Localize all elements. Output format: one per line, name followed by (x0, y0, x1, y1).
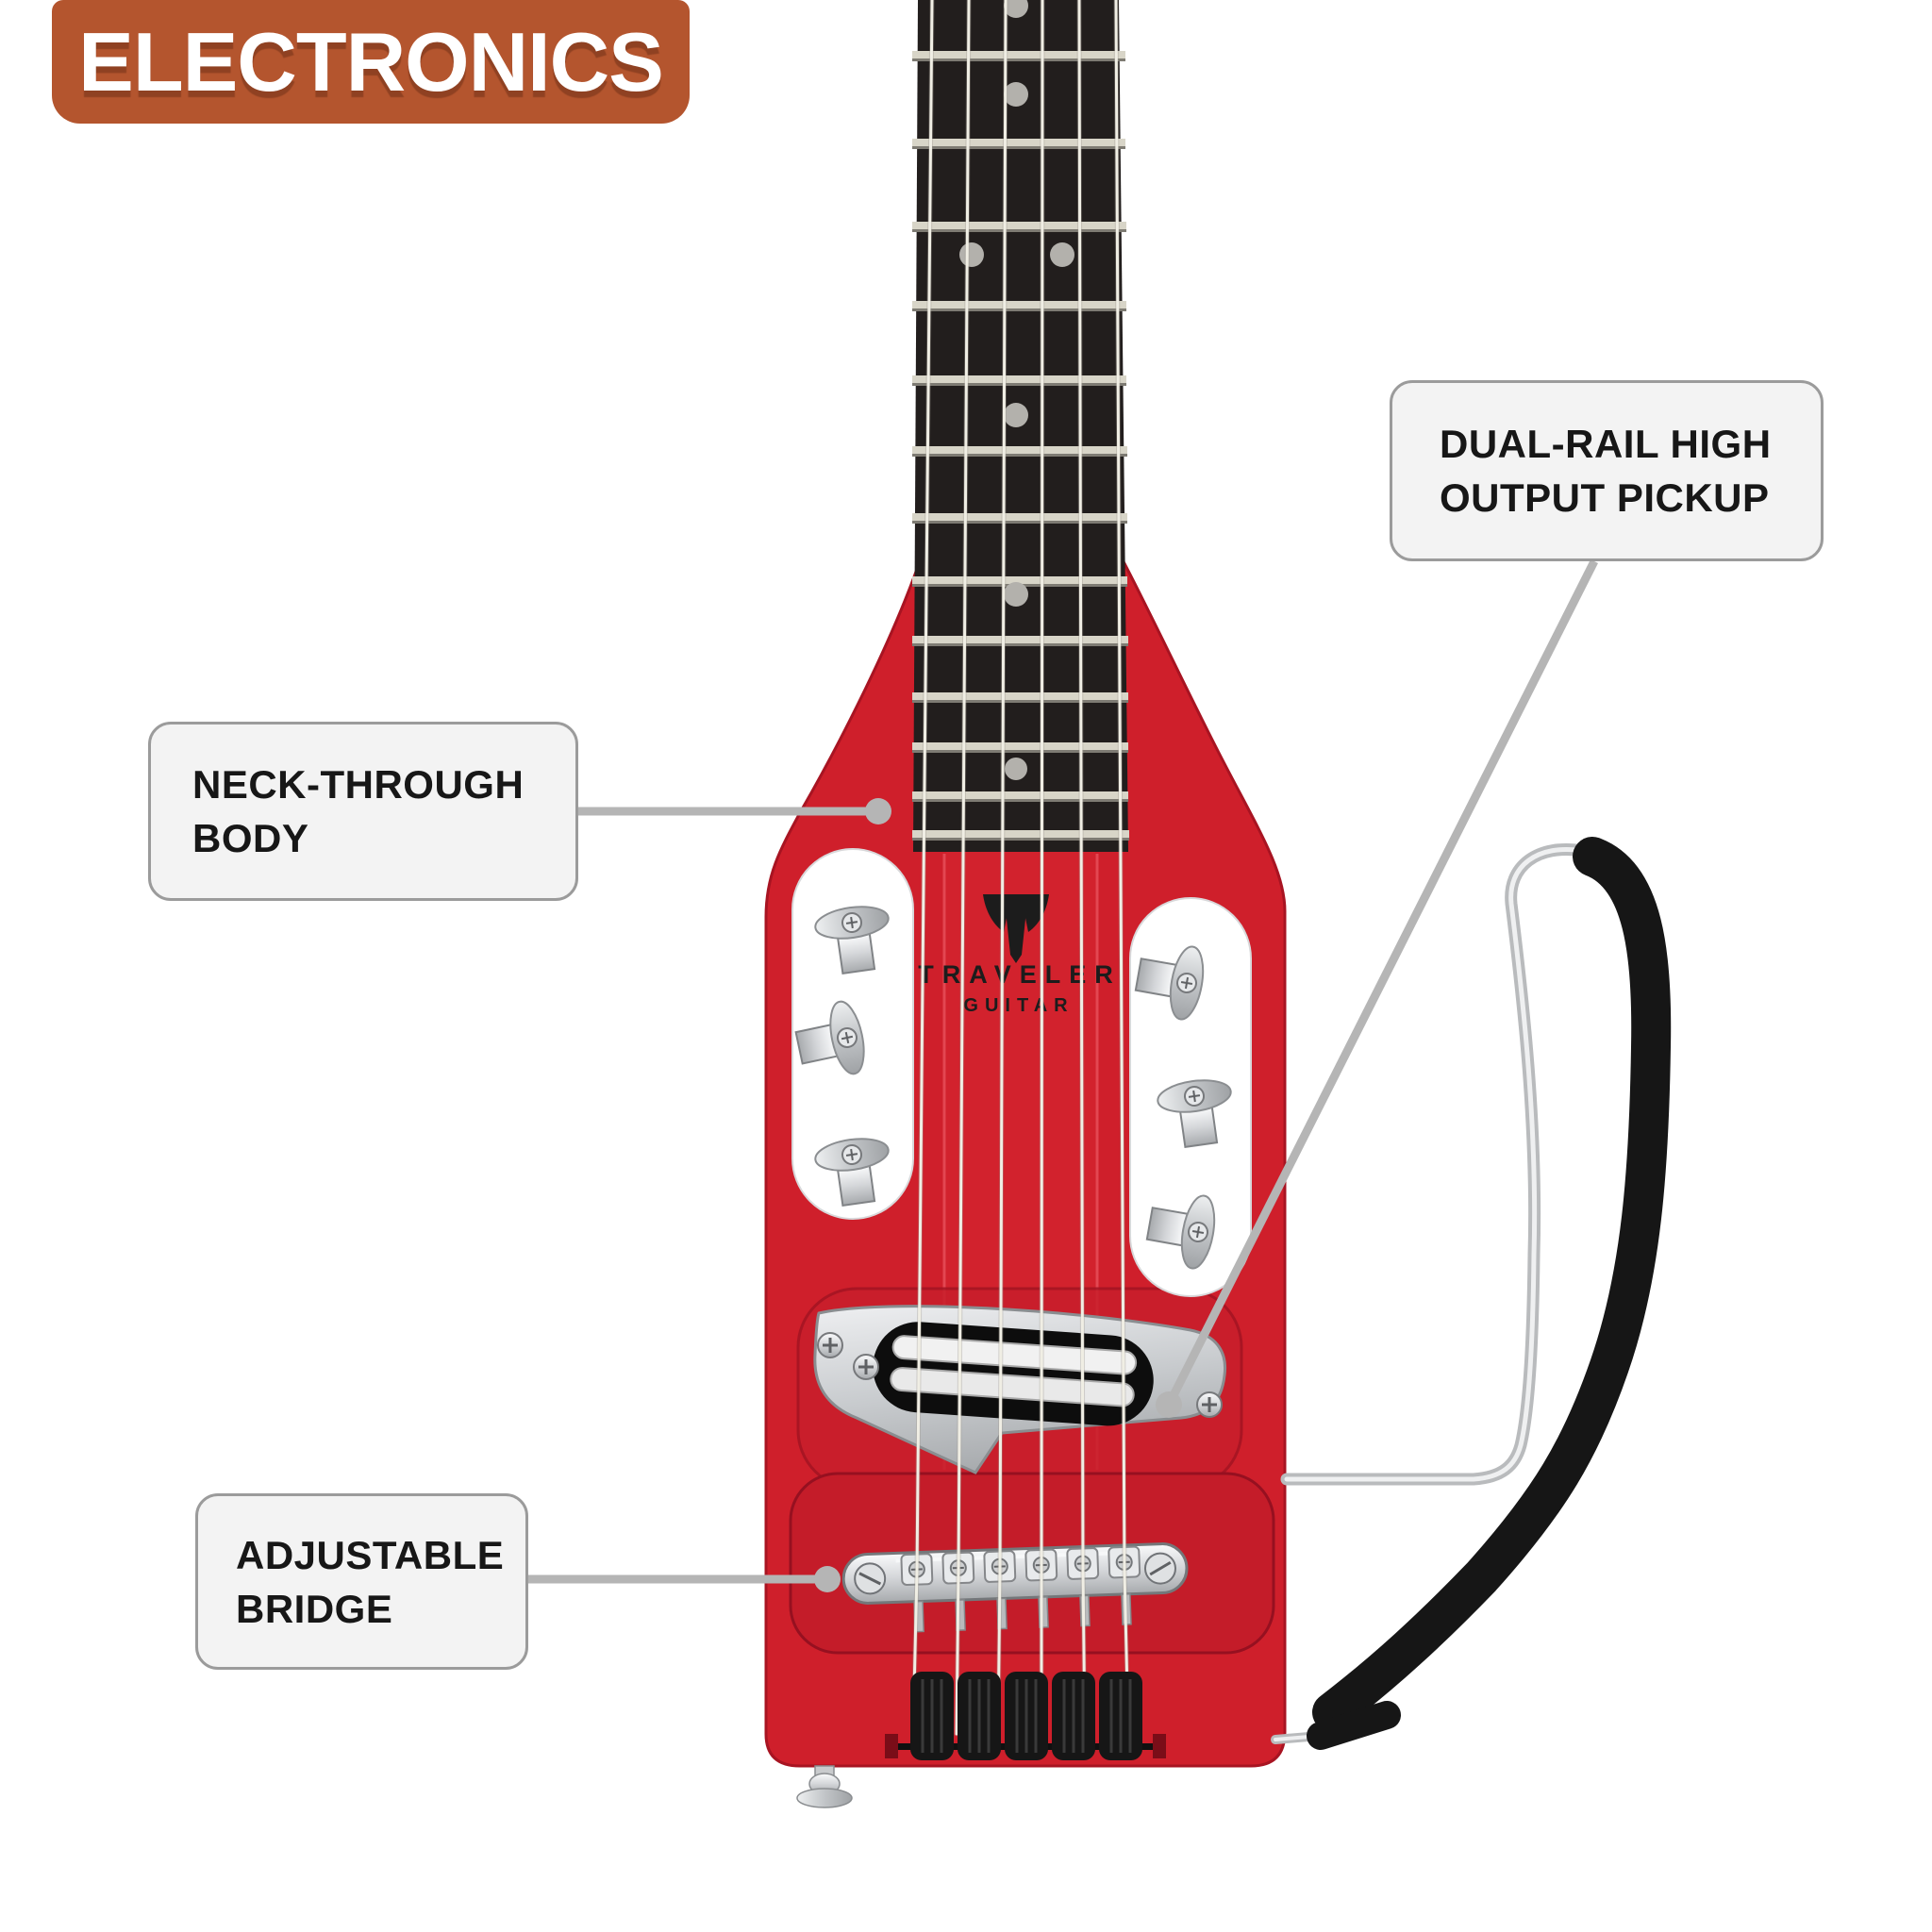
callout-pickup: DUAL-RAIL HIGH OUTPUT PICKUP (1390, 380, 1824, 561)
pickup-callout-line (1164, 558, 1599, 1407)
callout-neck-line2: BODY (192, 816, 309, 860)
callout-neck-through-body: NECK-THROUGH BODY (148, 722, 578, 901)
pickup-screws (817, 1332, 1223, 1418)
tuner-wing-knob (1134, 945, 1205, 1021)
callout-adjustable-bridge: ADJUSTABLE BRIDGE (195, 1493, 528, 1670)
tuner-knob (910, 1672, 1142, 1760)
header-badge: ELECTRONICS (52, 0, 690, 124)
neck-callout-dot (865, 798, 891, 824)
lap-rest-frame (1271, 837, 1672, 1750)
tuner-wing-knob (814, 906, 890, 974)
callout-bridge-line1: ADJUSTABLE (236, 1532, 505, 1577)
pickup-callout-dot (1156, 1391, 1182, 1418)
bottom-tuner-knobs (885, 1672, 1166, 1760)
tuner-wing-knob (1157, 1079, 1232, 1148)
tuner-wing-knobs (794, 906, 1232, 1270)
callout-neck-line1: NECK-THROUGH (192, 762, 525, 807)
bridge-callout-dot (814, 1566, 841, 1592)
fretboard (912, 0, 1129, 852)
strap-pin (796, 1765, 853, 1808)
callout-connectors (528, 558, 1599, 1592)
callout-pickup-line1: DUAL-RAIL HIGH (1440, 422, 1772, 466)
header-badge-label: ELECTRONICS (78, 14, 664, 108)
frets (912, 51, 1129, 841)
brand-sub: GUITAR (963, 995, 1074, 1016)
callout-bridge-line2: BRIDGE (236, 1586, 393, 1631)
tuner-wing-knob (794, 1000, 865, 1075)
tuner-wing-knob (1145, 1194, 1216, 1270)
brand-name: TRAVELER (918, 960, 1122, 989)
inlay-dots (959, 0, 1074, 780)
tuner-wing-knob (814, 1138, 890, 1207)
callout-pickup-line2: OUTPUT PICKUP (1440, 475, 1770, 520)
